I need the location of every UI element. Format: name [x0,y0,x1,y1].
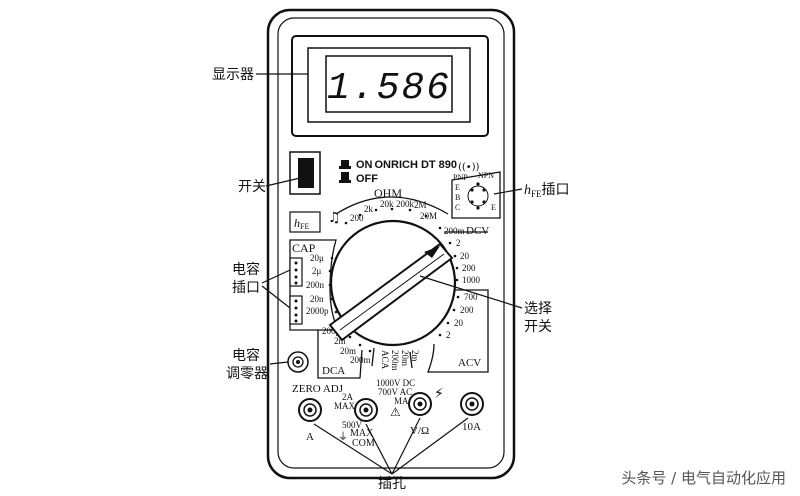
jack-10a-label: 10A [462,421,481,433]
acv-range-2: 2 [446,330,451,340]
cap-range-2u: 2μ [312,266,322,276]
dcv-label: DCV [466,225,489,237]
zero-adj-label: ZERO ADJ [292,383,344,395]
meter-inner-frame [277,17,505,469]
ohm-range-2M: 2M [414,200,427,210]
lightning-icon: ⚡ [434,386,444,402]
hfe-box-label: hFE [294,216,309,231]
ohm-range-20k: 20k [380,199,394,209]
dca-range-200m: 200m [350,355,371,365]
jack-a-label: A [306,431,314,443]
lcd-screen [325,55,453,113]
cap-range-20u: 20μ [310,253,324,263]
dca-region [317,330,363,379]
hfe-pin-e1: E [455,183,460,192]
dcv-range-200: 200 [462,263,476,273]
acv-range-700: 700 [464,292,478,302]
acv-range-20: 20 [454,318,464,328]
dcv-range-20: 20 [460,251,470,261]
callout-cap-zero-1: 电容 [232,347,260,364]
callout-cap-zero-2: 调零器 [226,366,268,382]
lcd-reading: 1.586 [327,67,451,110]
callout-selector-1: 选择 [524,301,552,317]
dca-range-2m: 2m [334,336,346,346]
dcv-range-1000: 1000 [462,275,481,285]
aca-region [371,347,413,369]
dca-range-200u: 200μ [322,326,341,336]
warning-icon: ⚠ [390,405,401,419]
acv-range-200: 200 [460,305,474,315]
hfe-pin-c: C [455,203,460,212]
callout-cap-socket-1: 电容 [232,261,260,278]
dial-region-ohm [335,196,449,215]
acv-region [427,289,489,373]
ohm-range-20M: 20M [420,211,437,221]
jack-500v-label: 500V [342,420,363,430]
pnp-label: PNP [453,173,468,182]
npn-label: NPN [478,171,494,180]
jack-com[interactable] [354,398,378,422]
hfe-pin-b: B [455,193,460,202]
callout-display: 显示器 [212,67,254,83]
callout-jacks: 插孔 [378,476,406,492]
hfe-pin-e2: E [491,203,496,212]
ground-icon: ⏚ [338,431,348,443]
jack-10a[interactable] [460,392,484,416]
dca-range-20m: 20m [340,346,356,356]
jack-a[interactable] [298,398,322,422]
jack-max-label-top: MAX [394,396,416,406]
callout-cap-socket-2: 插口 [232,280,260,296]
jack-com-max-label: MAX [350,428,374,439]
aca-label: ACA [380,350,390,370]
power-switch-knob[interactable] [298,158,314,188]
hfe-socket[interactable] [451,171,501,219]
callout-hfe-socket: hFE插口 [524,182,570,199]
acv-label: ACV [458,357,481,369]
cap-range-20n: 20n [310,294,324,304]
callout-selector-2: 开关 [524,319,552,335]
cap-range-2000p: 2000p [306,306,329,316]
ohm-range-2k: 2k [364,204,374,214]
watermark: 头条号 / 电气自动化应用 [621,469,786,487]
cap-label: CAP [292,241,316,255]
jack-1000vdc-label: 1000V DC [376,378,415,388]
hfe-box [289,211,321,233]
jack-2a-label: 2A [342,392,354,402]
ohm-label: OHM [374,186,402,200]
music-note-icon: ♫ [328,210,341,226]
sound-icon: ((•)) [458,162,480,173]
dca-label: DCA [322,365,345,377]
aca-range-200m: 200m [390,350,400,371]
dcv-range-2: 2 [456,238,461,248]
jack-com-label: COM [352,438,375,449]
cap-socket-lower[interactable] [289,295,303,325]
aca-range-2m: 2m [410,350,420,362]
dcv-range-200m: 200m [444,226,465,236]
aca-range-20m: 20m [400,350,410,366]
cap-range-200n: 200n [306,280,325,290]
jack-vohm[interactable] [408,392,432,416]
jack-700vac-label: 700V AC [378,387,412,397]
selector-pointer[interactable] [328,242,454,342]
jack-2a-max-label: MAX [334,401,356,411]
ohm-range-200k: 200k [396,199,415,209]
cap-socket-upper[interactable] [289,257,303,287]
ohm-range-200: 200 [350,213,364,223]
callout-power-switch: 开关 [238,179,266,195]
off-label: OFF [356,173,378,185]
